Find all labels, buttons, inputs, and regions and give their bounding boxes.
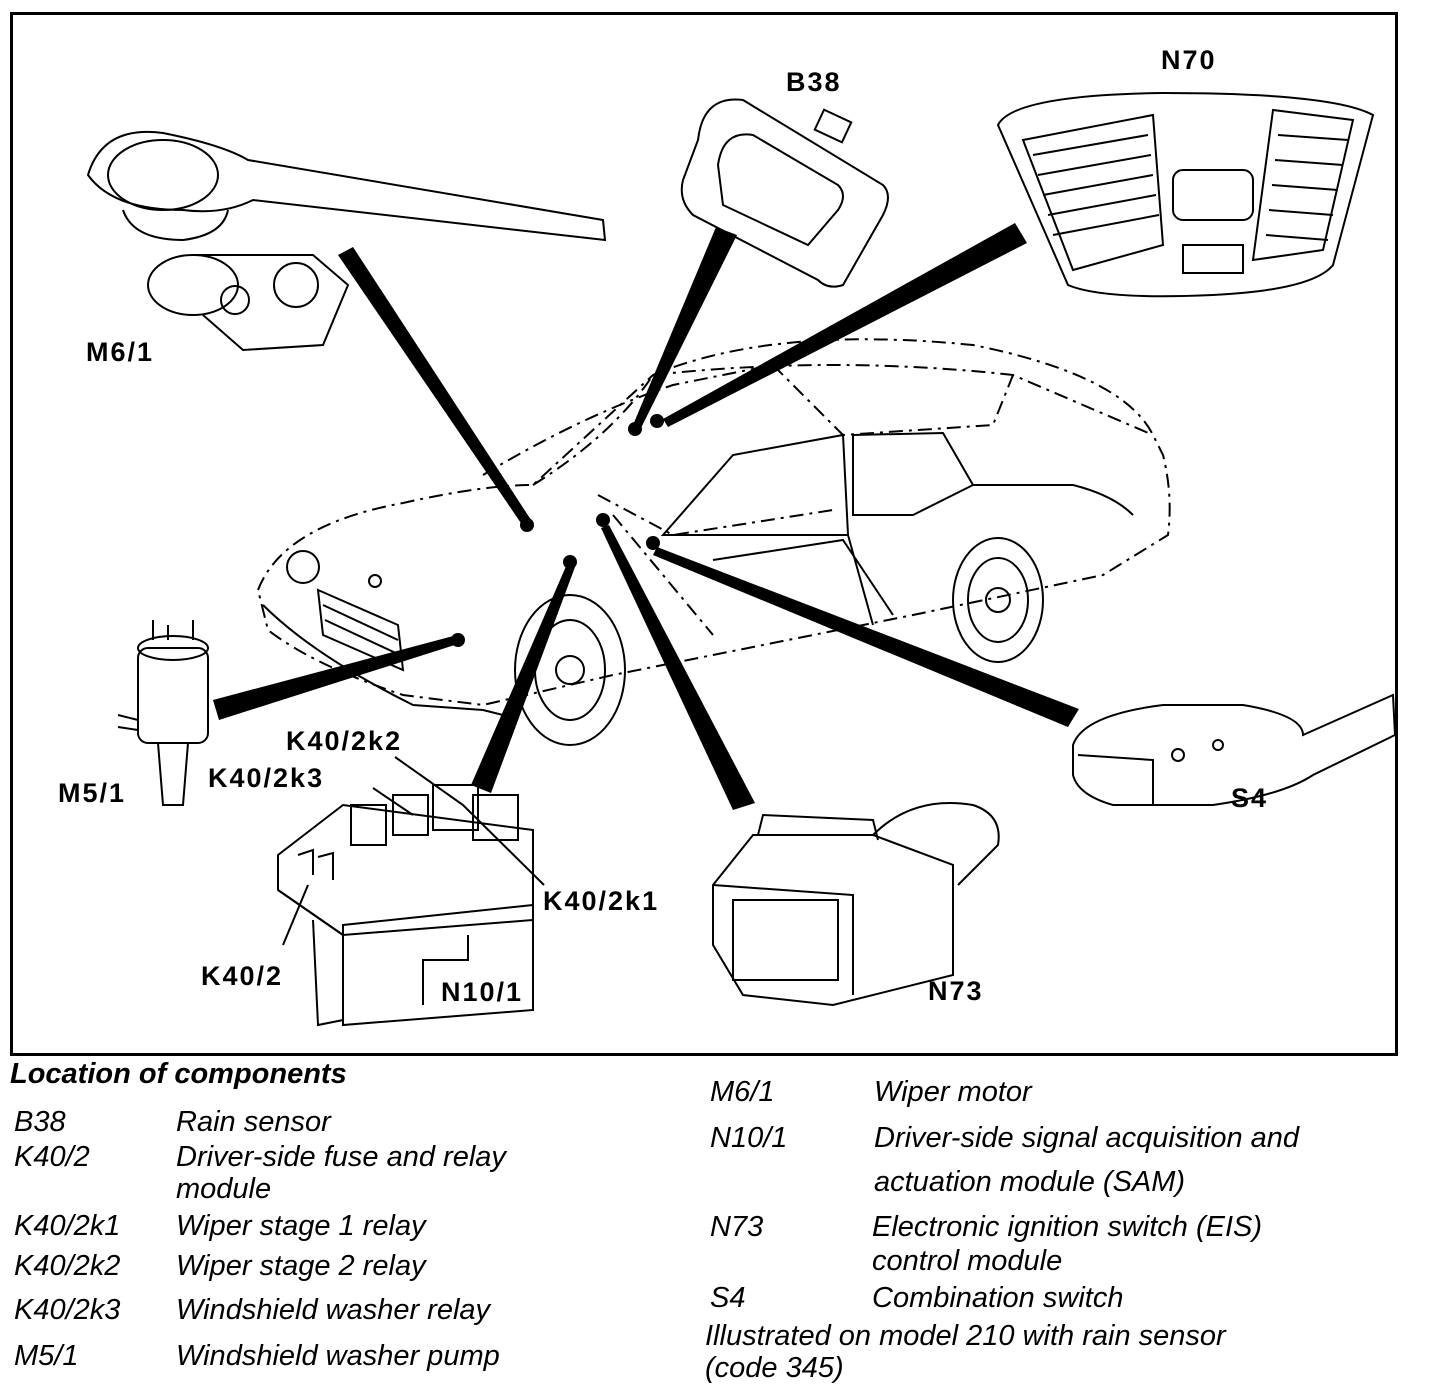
rear-wheel — [952, 537, 1044, 663]
car-illustration — [86, 91, 1395, 1027]
legend-code: K40/2k2 — [14, 1250, 121, 1282]
legend-desc-cont: actuation module (SAM) — [874, 1166, 1186, 1198]
legend-code: S4 — [710, 1282, 746, 1314]
legend-desc: Rain sensor — [176, 1106, 331, 1138]
leader-lines — [282, 756, 545, 1005]
component-location-figure: B38 N70 M6/1 M5/1 K40/2k2 K40/2k3 K40/2k… — [10, 12, 1398, 1056]
legend-desc-cont: module — [176, 1173, 272, 1205]
note-line-2: (code 345) — [705, 1352, 844, 1384]
legend-code: B38 — [14, 1106, 66, 1138]
label-s4: S4 — [1231, 783, 1269, 813]
label-n10-1: N10/1 — [441, 977, 524, 1007]
illustration-note: Illustrated on model 210 with rain senso… — [705, 1320, 1226, 1384]
attachment-dots — [451, 414, 664, 647]
legend-code: K40/2 — [14, 1141, 90, 1173]
label-n73: N73 — [928, 976, 984, 1006]
legend-code: N10/1 — [710, 1122, 788, 1154]
washer-pump-drawing — [117, 620, 209, 806]
label-k40-2k3: K40/2k3 — [208, 763, 325, 793]
label-k40-2k2: K40/2k2 — [286, 726, 403, 756]
note-line-1: Illustrated on model 210 with rain senso… — [705, 1320, 1226, 1352]
label-n70: N70 — [1161, 45, 1217, 75]
fuse-relay-module-drawing — [277, 784, 534, 1027]
legend-desc: Electronic ignition switch (EIS) — [872, 1211, 1263, 1243]
label-m5-1: M5/1 — [58, 778, 127, 808]
label-k40-2: K40/2 — [201, 961, 284, 991]
legend-desc: Wiper stage 1 relay — [176, 1210, 426, 1242]
label-k40-2k1: K40/2k1 — [543, 886, 660, 916]
legend-desc: Driver-side fuse and relay — [176, 1141, 506, 1173]
wiper-motor-drawing — [86, 131, 607, 352]
legend-title: Location of components — [10, 1058, 347, 1090]
legend-code: M5/1 — [14, 1340, 79, 1372]
legend-desc: Windshield washer pump — [176, 1340, 500, 1372]
label-b38: B38 — [786, 67, 842, 97]
combination-switch-drawing — [1072, 693, 1395, 806]
legend-desc: Wiper stage 2 relay — [176, 1250, 426, 1282]
car-grille — [316, 588, 405, 672]
ignition-switch-drawing — [712, 802, 1000, 1007]
car-doors — [660, 431, 1134, 626]
pointer-wedges — [213, 223, 1079, 810]
legend-code: M6/1 — [710, 1076, 775, 1108]
legend-desc: Driver-side signal acquisition and — [874, 1122, 1300, 1154]
legend-code: K40/2k3 — [14, 1294, 121, 1326]
rain-sensor-drawing — [680, 98, 889, 288]
legend-code: N73 — [710, 1211, 764, 1243]
label-m6-1: M6/1 — [86, 337, 155, 367]
legend-desc: Combination switch — [872, 1282, 1124, 1314]
legend-code: K40/2k1 — [14, 1210, 121, 1242]
legend-desc: Windshield washer relay — [176, 1294, 491, 1326]
overhead-panel-drawing — [996, 91, 1375, 298]
legend-desc: Wiper motor — [874, 1076, 1032, 1108]
legend-desc-cont: control module — [872, 1245, 1063, 1277]
